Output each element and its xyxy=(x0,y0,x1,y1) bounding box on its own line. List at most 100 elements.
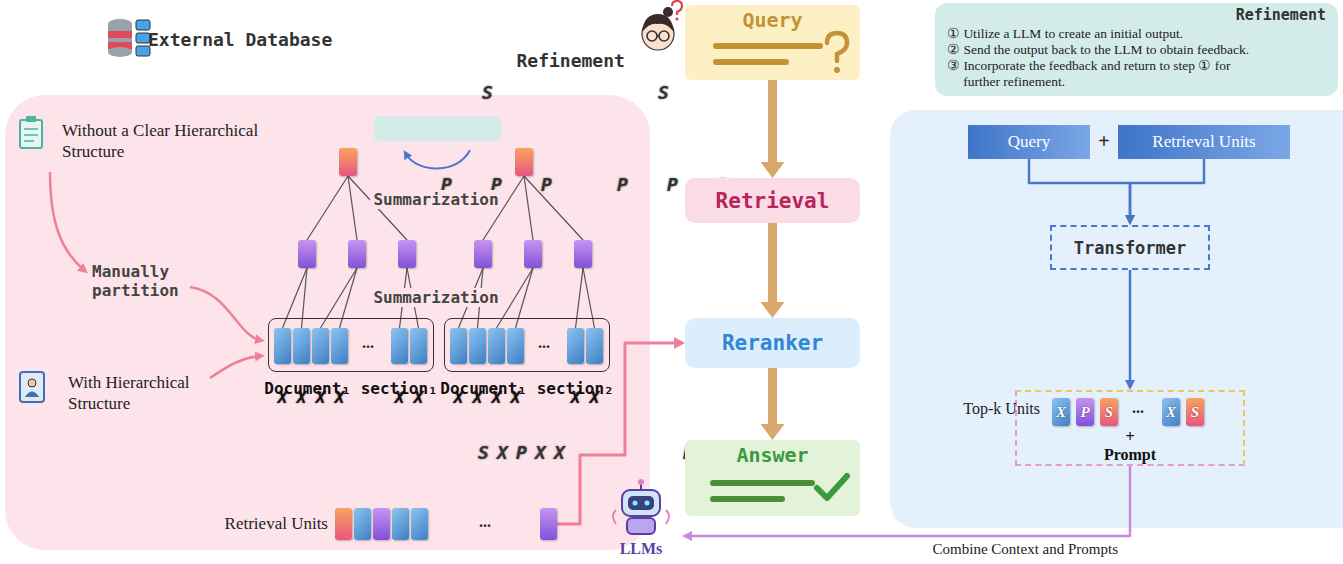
row-label: Top-k Units xyxy=(963,400,1040,418)
node-title: Refinement xyxy=(947,7,1326,23)
connector-arrow xyxy=(340,268,358,328)
paragraph-unit: P xyxy=(524,240,542,268)
answer-illustration xyxy=(710,480,815,486)
section-group: Document₁ section₂XXXXXX xyxy=(444,318,610,372)
robot-icon xyxy=(622,490,660,516)
node-text: ③ Incorporate the feedback and return to… xyxy=(947,58,1263,90)
chunk-unit: X xyxy=(450,328,467,364)
step-label: Summarization xyxy=(370,288,501,307)
paragraph-unit: P xyxy=(373,508,390,540)
refinement-loop-arrow xyxy=(406,150,470,169)
node-title: X xyxy=(492,388,502,407)
ellipsis: ... xyxy=(362,334,374,352)
connector-arrow xyxy=(516,268,534,328)
prompt-box: +PromptXPSXS xyxy=(1015,390,1245,466)
node-title: External Database xyxy=(148,29,332,50)
node-title: X xyxy=(297,388,307,407)
answer-illustration xyxy=(817,476,847,498)
node-title: S xyxy=(658,82,669,103)
robot-icon xyxy=(633,501,638,506)
summary-unit: S xyxy=(515,148,533,176)
step-label: Manually partition xyxy=(92,262,202,300)
node-title: S xyxy=(478,442,489,463)
connector-arrow xyxy=(1029,159,1130,215)
connector-arrow xyxy=(768,223,777,302)
connector-arrow xyxy=(524,176,533,240)
plus-sign: + xyxy=(1098,130,1109,153)
side-note: Without a Clear Hierarchical Structure xyxy=(62,120,272,162)
paragraph-unit: P xyxy=(348,240,366,268)
section-group: Document₁ section₁XXXXXX xyxy=(268,318,434,372)
chunk-unit: X xyxy=(488,328,505,364)
database-panel: External DatabaseRefinementSSPPPPPPDocum… xyxy=(5,95,650,550)
connector-arrow xyxy=(768,368,777,424)
summary-unit: S xyxy=(339,148,357,176)
connector-arrow xyxy=(302,268,308,328)
node-title: P xyxy=(516,442,527,463)
node-title: X xyxy=(335,388,345,407)
node-text: ① Utilize a LLM to create an initial out… xyxy=(947,26,1263,42)
connector-arrow xyxy=(307,176,348,240)
node-text: Prompt xyxy=(1104,446,1156,464)
book-icon xyxy=(28,379,36,387)
node-title: P xyxy=(1080,403,1089,421)
node-title: LLMs xyxy=(620,540,663,558)
query-box: Query xyxy=(685,5,860,80)
ellipsis: ... xyxy=(538,334,550,352)
summary-unit: S xyxy=(335,508,352,540)
paragraph-unit: P xyxy=(474,240,492,268)
paragraph-unit: P xyxy=(298,240,316,268)
input-box: Retrieval Units xyxy=(1118,125,1290,159)
robot-icon xyxy=(613,510,616,524)
node-title: X xyxy=(497,442,508,463)
connector-arrow xyxy=(768,80,777,162)
node-title: + xyxy=(1125,428,1134,446)
step-label: Summarization xyxy=(370,190,501,209)
node-title: S xyxy=(1191,403,1199,421)
connector-arrow xyxy=(576,268,584,328)
document-icon xyxy=(26,116,36,122)
refinement-steps-box: Refinement ① Utilize a LLM to create an i… xyxy=(935,3,1338,96)
robot-icon xyxy=(627,518,655,534)
summary-unit: S xyxy=(1100,398,1118,426)
node-title: Document₁ section₂ xyxy=(440,379,613,398)
connector-arrow xyxy=(1129,270,1132,380)
query-illustration xyxy=(713,43,823,49)
book-icon xyxy=(20,372,44,402)
node-title: Transformer xyxy=(1074,238,1187,258)
node-title: P xyxy=(667,174,678,195)
chunk-unit: X xyxy=(469,328,486,364)
chunk-unit: X xyxy=(331,328,348,364)
chunk-unit: X xyxy=(312,328,329,364)
connector-arrow xyxy=(348,176,357,240)
user-icon xyxy=(675,17,678,20)
llm-robot: LLMs xyxy=(600,478,682,558)
database-icon xyxy=(108,31,132,38)
chunk-unit: X xyxy=(391,328,408,364)
chunk-unit: X xyxy=(411,508,428,540)
transformer-box: Transformer xyxy=(1050,225,1210,270)
node-title: X xyxy=(1166,403,1176,421)
node-title: X xyxy=(473,388,483,407)
paragraph-unit: P xyxy=(574,240,592,268)
node-title: X xyxy=(1056,403,1066,421)
robot-icon xyxy=(666,510,669,524)
summary-unit: S xyxy=(1186,398,1204,426)
node-title: S xyxy=(1105,403,1113,421)
connector-arrow xyxy=(321,268,358,328)
query-illustration xyxy=(834,67,840,73)
node-title: P xyxy=(541,174,552,195)
leader-arrow xyxy=(50,172,84,270)
connector-arrow xyxy=(497,268,534,328)
answer-illustration xyxy=(710,496,785,502)
chunk-unit: X xyxy=(392,508,409,540)
retrieval-box: Retrieval xyxy=(685,178,860,223)
ellipsis: ... xyxy=(479,513,491,531)
node-text: ② Send the output back to the LLM to obt… xyxy=(947,42,1263,58)
node-title: X xyxy=(554,442,565,463)
document-icon xyxy=(24,134,38,136)
chunk-unit: X xyxy=(274,328,291,364)
book-icon xyxy=(20,372,44,402)
robot-icon xyxy=(628,496,654,510)
database-icon xyxy=(108,47,132,57)
